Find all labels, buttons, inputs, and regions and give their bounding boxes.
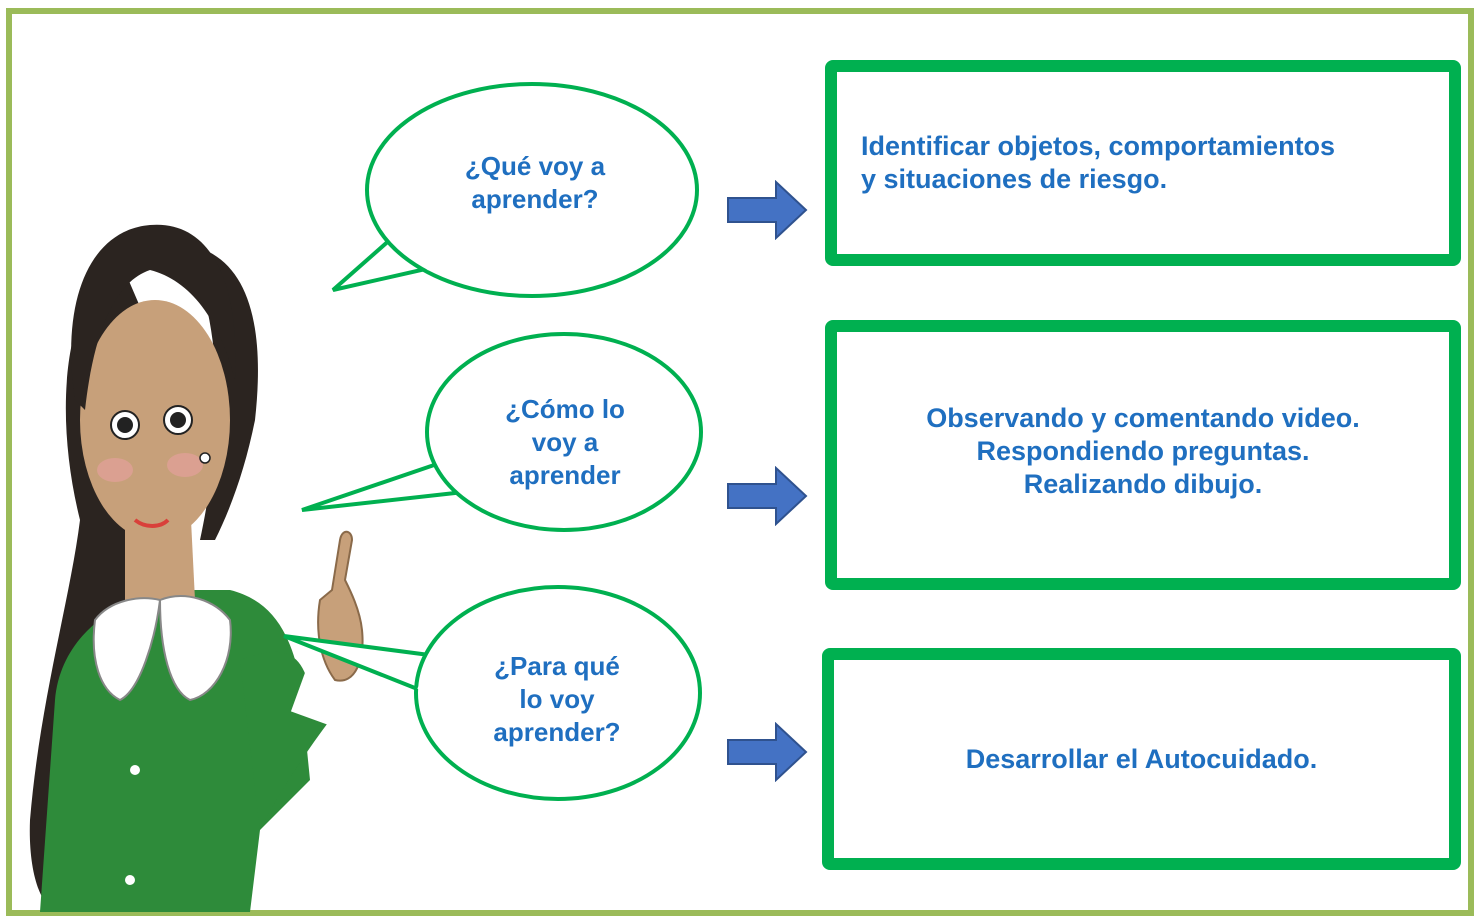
box-how: Observando y comentando video. Respondie… (825, 320, 1461, 590)
speech-bubble-3 (283, 585, 702, 801)
bubble-2-line-1: ¿Cómo lo (505, 394, 625, 424)
box-what: Identificar objetos, comportamientos y s… (825, 60, 1461, 266)
box-why: Desarrollar el Autocuidado. (822, 648, 1461, 870)
teacher-pointing-illustration (29, 224, 364, 912)
right-arrow-icon (727, 722, 808, 782)
bubble-3-line-3: aprender? (493, 717, 621, 747)
box-2-line-1: Observando y comentando video. (926, 403, 1360, 433)
box-why-text: Desarrollar el Autocuidado. (834, 743, 1449, 776)
bubble-3-line-2: lo voy (519, 684, 595, 714)
bubble-2-line-3: aprender (509, 460, 621, 490)
bubble-1-line-1: ¿Qué voy a (464, 151, 606, 181)
box-how-text: Observando y comentando video. Respondie… (837, 402, 1449, 501)
right-arrow-icon (727, 180, 808, 240)
box-3-line-1: Desarrollar el Autocuidado. (965, 743, 1318, 774)
box-1-line-2: y situaciones de riesgo. (861, 164, 1168, 194)
speech-bubble-1 (331, 82, 699, 298)
bubble-text-2: ¿Cómo lo voy a aprender (460, 393, 670, 493)
speech-bubble-2 (301, 332, 703, 532)
bubble-2-line-2: voy a (531, 427, 599, 457)
box-what-text: Identificar objetos, comportamientos y s… (837, 130, 1449, 196)
bubble-text-3: ¿Para qué lo voy aprender? (452, 650, 662, 749)
box-1-line-1: Identificar objetos, comportamientos (861, 131, 1336, 161)
right-arrow-icon (727, 466, 808, 526)
box-2-line-3: Realizando dibujo. (1023, 469, 1263, 499)
bubble-text-1: ¿Qué voy a aprender? (430, 150, 640, 216)
box-2-line-2: Respondiendo preguntas. (976, 436, 1310, 466)
bubble-3-line-1: ¿Para qué (494, 651, 620, 681)
bubble-1-line-2: aprender? (471, 184, 599, 214)
